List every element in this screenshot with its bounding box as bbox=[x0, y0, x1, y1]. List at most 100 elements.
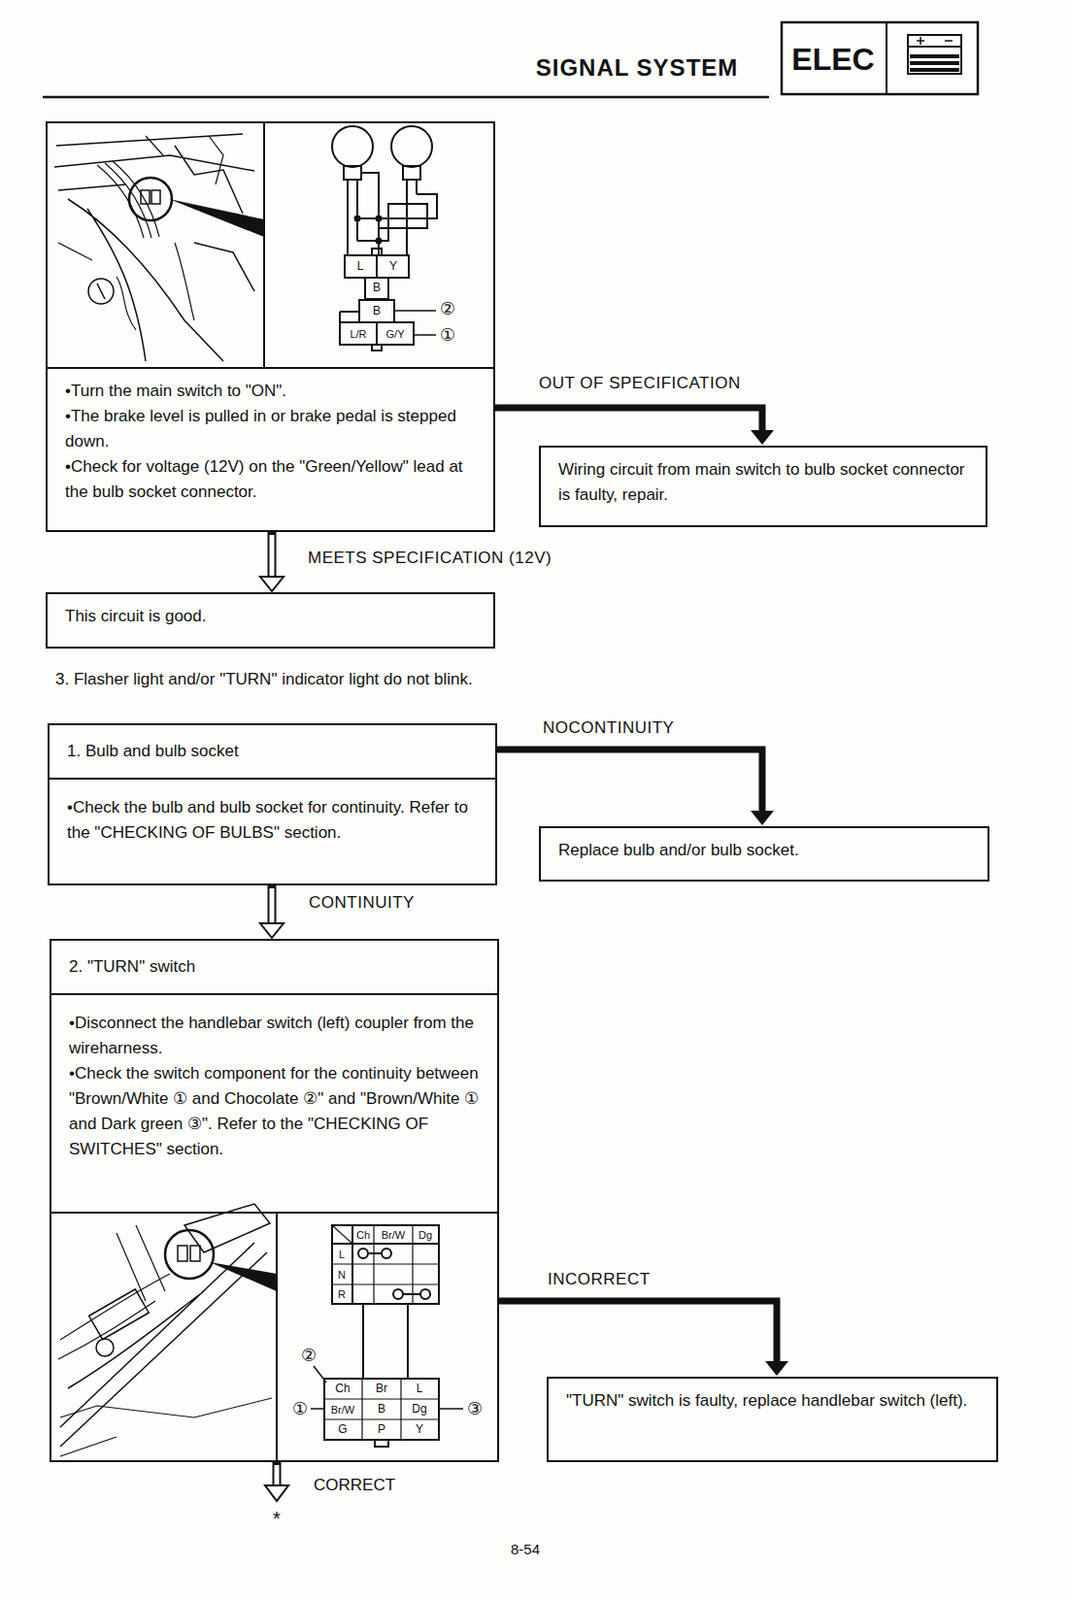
text-area: This circuit is good. bbox=[47, 594, 494, 647]
rect-symbol bbox=[365, 277, 389, 300]
line-art-group bbox=[42, 22, 978, 1502]
flow-arrow bbox=[495, 407, 774, 445]
step-title: 1. Bulb and bulb socket bbox=[49, 725, 496, 780]
box-text: "TURN" switch is faulty, replace handleb… bbox=[548, 1378, 997, 1424]
line-art bbox=[97, 283, 105, 300]
pin-name: L/R bbox=[349, 328, 367, 341]
table-cell: Dg bbox=[418, 1229, 433, 1242]
line-art bbox=[356, 179, 359, 241]
pin-name: Br/W bbox=[331, 1404, 355, 1417]
circle-symbol bbox=[355, 216, 361, 222]
line-art bbox=[116, 1225, 166, 1302]
callout-number: ③ bbox=[467, 1399, 483, 1420]
rect-symbol bbox=[332, 1225, 439, 1305]
callout-number: ① bbox=[292, 1399, 308, 1420]
circle-symbol bbox=[391, 126, 433, 168]
line-art bbox=[919, 36, 922, 45]
text-area: "TURN" switch is faulty, replace handleb… bbox=[548, 1378, 997, 1461]
line-art bbox=[313, 1366, 327, 1383]
line-art bbox=[67, 199, 224, 362]
rect-symbol bbox=[907, 34, 962, 74]
line-art bbox=[60, 1398, 272, 1457]
rect-symbol bbox=[89, 1289, 150, 1340]
circle-symbol bbox=[393, 1289, 403, 1300]
pin-name: B bbox=[372, 281, 381, 296]
line-art bbox=[339, 310, 360, 313]
rect-symbol bbox=[909, 67, 960, 72]
arrow-head bbox=[750, 810, 774, 826]
arrow-shaft bbox=[269, 888, 275, 925]
callout-number: ② bbox=[439, 299, 456, 320]
line-art bbox=[332, 1263, 439, 1265]
result-box: Replace bulb and/or bulb socket. bbox=[538, 826, 990, 882]
line-art bbox=[58, 1273, 170, 1360]
arrow-shaft bbox=[267, 885, 277, 924]
box-text: •The brake level is pulled in or brake p… bbox=[47, 403, 494, 455]
line-art bbox=[438, 1407, 464, 1410]
rect-symbol bbox=[177, 1245, 188, 1262]
flow-arrow bbox=[497, 749, 774, 826]
table-cell: Ch bbox=[356, 1229, 370, 1242]
pin-name: L bbox=[416, 1382, 424, 1397]
line-art bbox=[58, 242, 195, 331]
page-title: SIGNAL SYSTEM bbox=[535, 54, 739, 82]
rect-symbol bbox=[359, 300, 395, 323]
arrow-head bbox=[750, 430, 774, 445]
line-art bbox=[375, 322, 378, 345]
circle-symbol bbox=[332, 126, 373, 168]
rect-symbol bbox=[909, 61, 960, 66]
figure-panel bbox=[47, 123, 494, 369]
line-art bbox=[310, 1407, 325, 1410]
pin-name: G/Y bbox=[386, 328, 405, 341]
rect-symbol bbox=[151, 190, 161, 204]
line-art bbox=[263, 121, 266, 369]
flow-label: CORRECT bbox=[313, 1475, 396, 1496]
edge-label: OUT OF SPECIFICATION bbox=[536, 373, 743, 394]
line-art bbox=[406, 1304, 409, 1379]
edge-label: NOCONTINUITY bbox=[540, 718, 676, 738]
line-art bbox=[351, 1225, 354, 1305]
step-title: 2. "TURN" switch bbox=[51, 940, 498, 996]
arrow-head bbox=[765, 1361, 789, 1376]
arrow-shaft bbox=[497, 749, 763, 811]
result-box: This circuit is good. bbox=[45, 592, 496, 649]
line-art bbox=[324, 1398, 439, 1400]
line-art bbox=[400, 1378, 402, 1440]
circle-symbol bbox=[96, 1338, 114, 1357]
table-cell: N bbox=[337, 1269, 346, 1282]
result-box: •Turn the main switch to "ON".•The brake… bbox=[45, 121, 496, 533]
rect-symbol bbox=[140, 190, 150, 204]
line-art bbox=[357, 172, 437, 256]
line-art bbox=[332, 1242, 439, 1245]
line-art bbox=[42, 96, 770, 100]
line-art bbox=[415, 179, 418, 195]
step-heading: 3. Flasher light and/or "TURN" indicator… bbox=[55, 669, 473, 690]
box-text: •Check for voltage (12V) on the "Green/Y… bbox=[47, 454, 494, 515]
box-text: Wiring circuit from main switch to bulb … bbox=[540, 447, 986, 518]
circle-symbol bbox=[165, 1230, 214, 1279]
arrow-shaft bbox=[495, 407, 763, 431]
circle-symbol bbox=[129, 177, 172, 221]
pin-name: B bbox=[372, 304, 381, 319]
line-art bbox=[275, 1213, 278, 1463]
arrow-shaft bbox=[267, 532, 277, 577]
box-text: •Check the bulb and bulb socket for cont… bbox=[49, 785, 496, 856]
arrow-head bbox=[260, 923, 284, 938]
circle-symbol bbox=[376, 216, 382, 222]
edge-label: MEETS SPECIFICATION (12V) bbox=[305, 548, 554, 569]
line-art bbox=[368, 1252, 382, 1255]
rect-symbol bbox=[339, 322, 414, 345]
text-area: Replace bulb and/or bulb socket. bbox=[540, 828, 988, 880]
edge-label: CONTINUITY bbox=[306, 893, 417, 913]
rect-symbol bbox=[190, 1245, 201, 1262]
box-text: •Turn the main switch to "ON". bbox=[47, 368, 494, 404]
line-art bbox=[944, 39, 953, 42]
pin-name: G bbox=[337, 1423, 347, 1438]
line-art bbox=[361, 1378, 363, 1440]
line-art bbox=[885, 22, 888, 95]
line-art bbox=[338, 311, 341, 323]
arrow-shaft bbox=[269, 535, 275, 578]
rect-symbol bbox=[781, 22, 978, 95]
line-art bbox=[372, 1225, 374, 1305]
